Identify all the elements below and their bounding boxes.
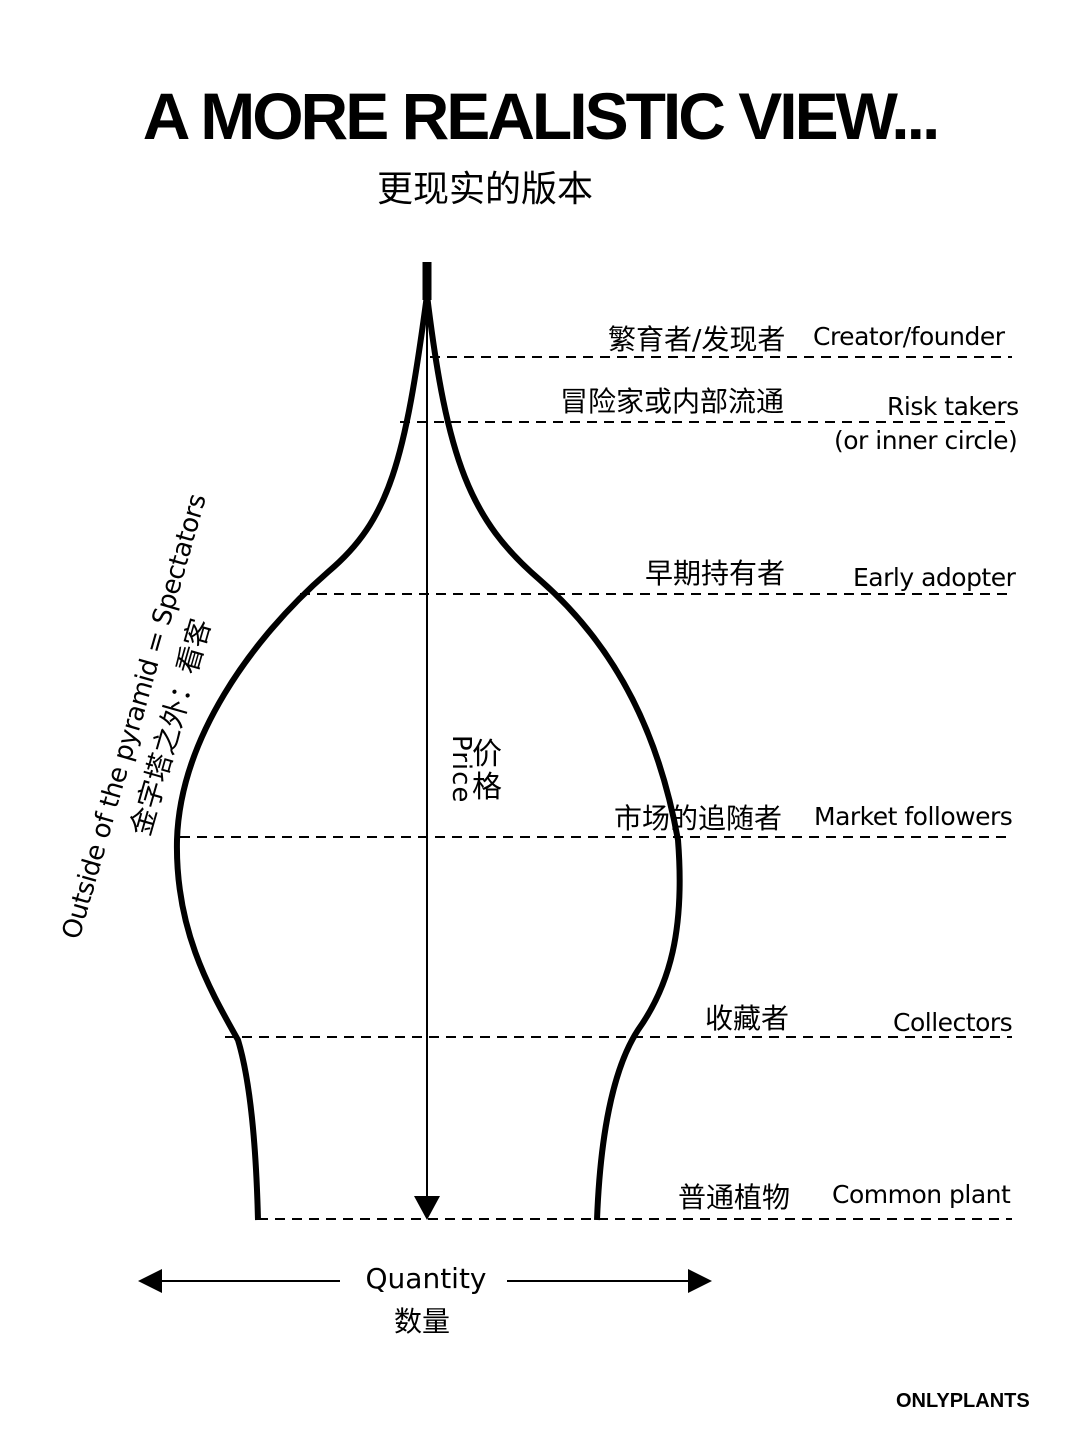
tier-creator-zh: 繁育者/发现者 xyxy=(608,323,786,356)
tier-risk-takers-en: Risk takers xyxy=(887,392,1019,421)
tier-collectors-zh: 收藏者 xyxy=(705,1002,790,1035)
tier-common-plant-en: Common plant xyxy=(832,1180,1011,1209)
tier-risk-takers-zh: 冒险家或内部流通 xyxy=(560,385,785,418)
tier-market-followers-en: Market followers xyxy=(814,802,1013,831)
tier-collectors-en: Collectors xyxy=(893,1008,1013,1037)
quantity-arrow-left-head xyxy=(138,1269,162,1293)
price-label-zh: 价格 xyxy=(472,737,502,805)
brand-logo: ONLYPLANTS xyxy=(896,1390,1030,1412)
price-arrowhead xyxy=(414,1196,440,1220)
pyramid-outline-left xyxy=(173,294,430,1221)
main-title: A MORE REALISTIC VIEW... xyxy=(142,79,941,153)
tier-risk-takers-en2: (or inner circle) xyxy=(834,426,1018,455)
sub-title: 更现实的版本 xyxy=(376,169,593,210)
tier-common-plant-zh: 普通植物 xyxy=(678,1181,791,1214)
quantity-label-en: Quantity xyxy=(365,1262,487,1295)
quantity-label-zh: 数量 xyxy=(393,1305,451,1338)
tier-market-followers-zh: 市场的追随者 xyxy=(614,802,783,835)
pyramid-outline-right xyxy=(424,294,683,1221)
tier-early-adopter-en: Early adopter xyxy=(853,563,1016,592)
price-label-en: Price xyxy=(446,735,476,804)
quantity-arrow-right-head xyxy=(688,1269,712,1293)
tier-early-adopter-zh: 早期持有者 xyxy=(645,557,786,590)
tier-creator-en: Creator/founder xyxy=(813,322,1005,351)
